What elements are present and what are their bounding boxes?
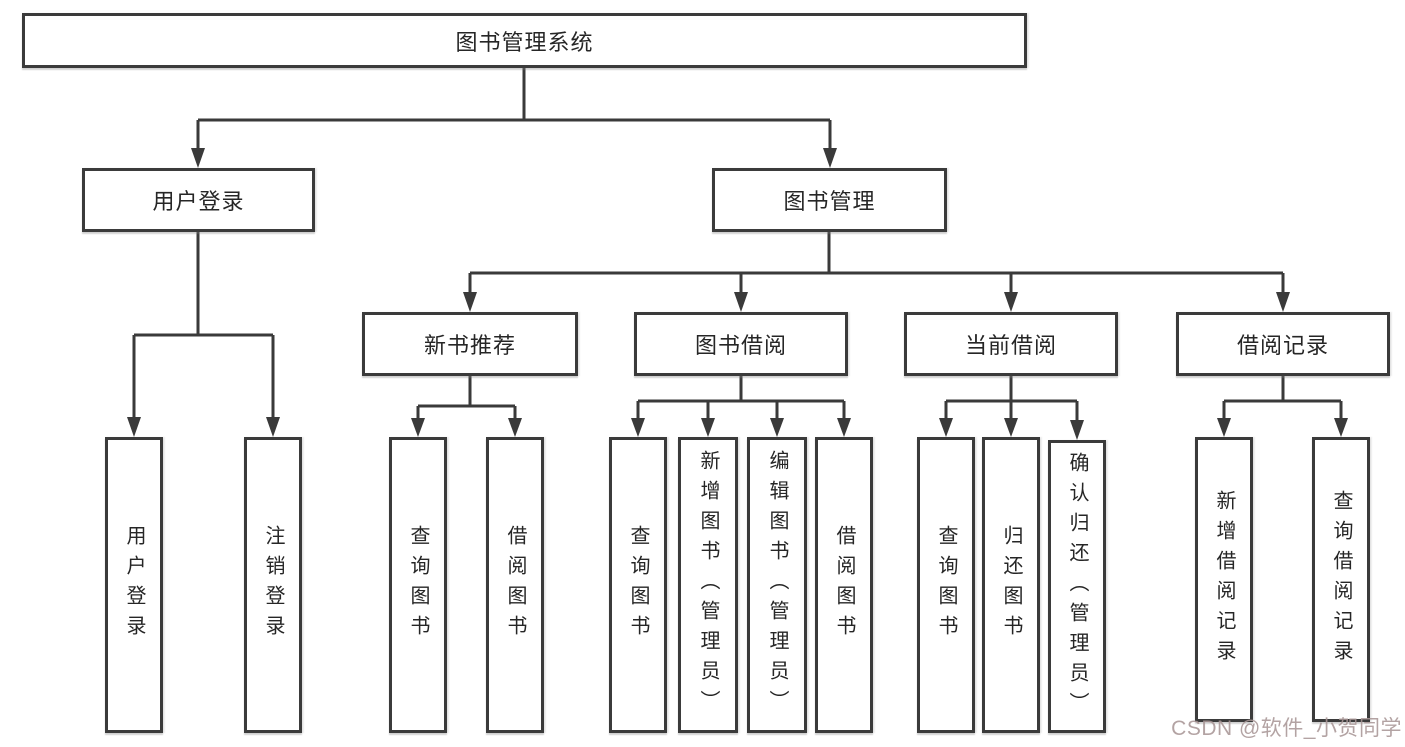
leaf-edit-books-admin-label: 编辑图书（管理员）	[766, 450, 788, 720]
node-user-login-label: 用户登录	[152, 189, 245, 214]
node-book-borrow: 图书借阅	[634, 312, 848, 376]
leaf-user-login: 用户登录	[105, 437, 163, 733]
leaf-query-books-current: 查询图书	[917, 437, 975, 733]
node-current-borrow: 当前借阅	[904, 312, 1118, 376]
leaf-query-borrow-record-label: 查询借阅记录	[1330, 489, 1352, 670]
node-new-book-recommend-label: 新书推荐	[423, 333, 516, 358]
node-root: 图书管理系统	[22, 13, 1027, 68]
node-current-borrow-label: 当前借阅	[964, 333, 1057, 358]
leaf-add-books-admin-label: 新增图书（管理员）	[697, 450, 719, 720]
leaf-borrow-books-newbooks-label: 借阅图书	[504, 525, 526, 645]
leaf-query-books-borrow: 查询图书	[609, 437, 667, 733]
leaf-add-borrow-record: 新增借阅记录	[1195, 437, 1253, 722]
leaf-logout-label: 注销登录	[262, 525, 284, 645]
node-user-login: 用户登录	[82, 168, 315, 232]
leaf-confirm-return-admin: 确认归还（管理员）	[1048, 440, 1106, 733]
leaf-query-borrow-record: 查询借阅记录	[1312, 437, 1370, 722]
node-root-label: 图书管理系统	[455, 29, 594, 55]
leaf-return-books: 归还图书	[982, 437, 1040, 733]
node-new-book-recommend: 新书推荐	[362, 312, 578, 376]
leaf-borrow-books-label: 借阅图书	[833, 525, 855, 645]
leaf-borrow-books-newbooks: 借阅图书	[486, 437, 544, 733]
leaf-return-books-label: 归还图书	[1000, 525, 1022, 645]
node-book-borrow-label: 图书借阅	[694, 333, 787, 358]
leaf-query-books-borrow-label: 查询图书	[627, 525, 649, 645]
leaf-logout: 注销登录	[244, 437, 302, 733]
node-book-management-label: 图书管理	[783, 189, 876, 214]
leaf-add-books-admin: 新增图书（管理员）	[678, 437, 738, 733]
leaf-edit-books-admin: 编辑图书（管理员）	[747, 437, 807, 733]
csdn-watermark: CSDN @软件_小贺同学	[1171, 717, 1402, 740]
node-book-management: 图书管理	[712, 168, 947, 232]
leaf-add-borrow-record-label: 新增借阅记录	[1213, 489, 1235, 670]
leaf-borrow-books: 借阅图书	[815, 437, 873, 733]
leaf-query-books-newbooks: 查询图书	[389, 437, 447, 733]
leaf-user-login-label: 用户登录	[123, 525, 145, 645]
leaf-query-books-newbooks-label: 查询图书	[407, 525, 429, 645]
leaf-confirm-return-admin-label: 确认归还（管理员）	[1066, 451, 1088, 722]
connector-edges	[132, 68, 1343, 420]
node-borrow-records: 借阅记录	[1176, 312, 1390, 376]
arrowhead-icons	[127, 148, 1348, 440]
leaf-query-books-current-label: 查询图书	[935, 525, 957, 645]
node-borrow-records-label: 借阅记录	[1236, 333, 1329, 358]
